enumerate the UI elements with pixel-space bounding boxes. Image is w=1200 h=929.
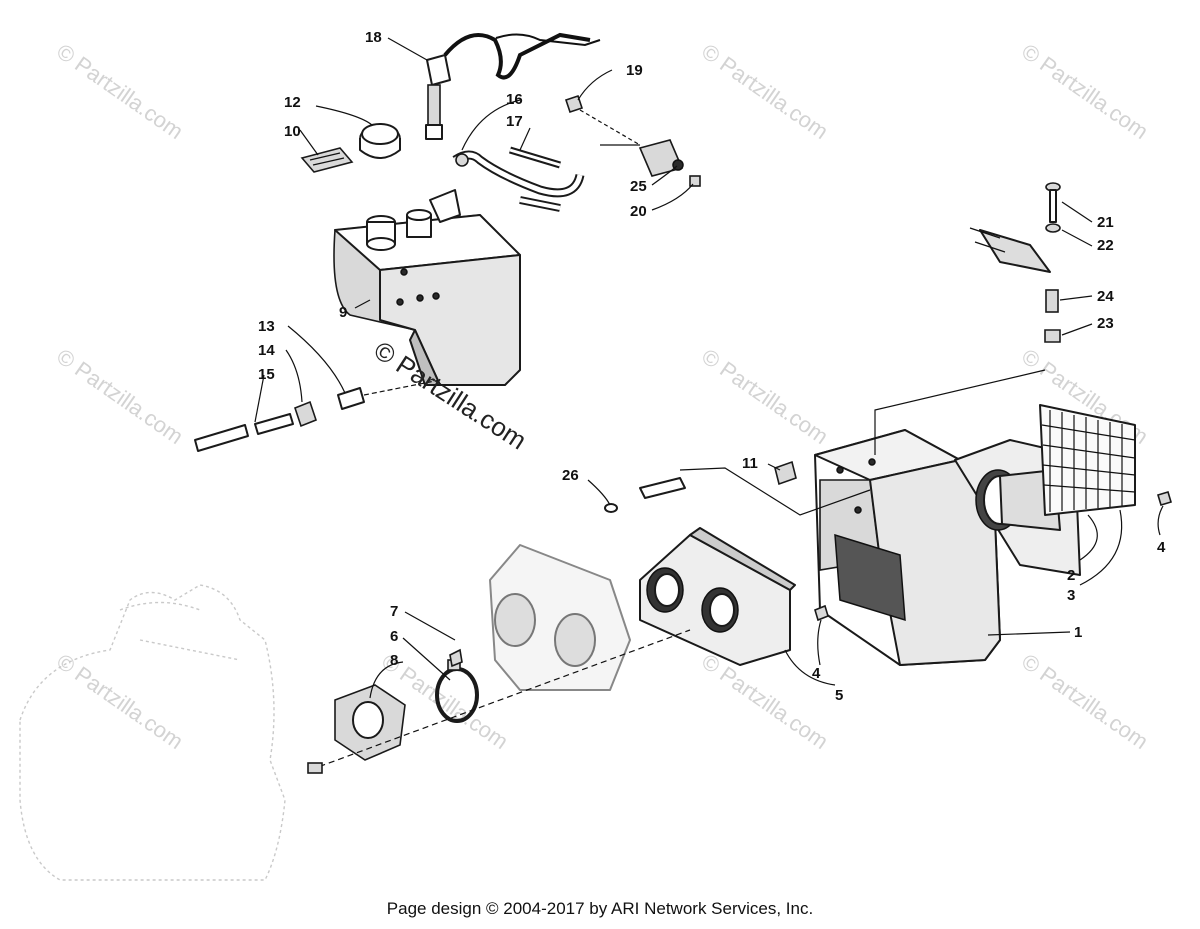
- callout-6: 6: [390, 628, 398, 645]
- clamp-and-flange: [307, 629, 691, 774]
- callout-2: 2: [1067, 567, 1075, 584]
- callout-5: 5: [835, 687, 843, 704]
- page-footer: Page design © 2004-2017 by ARI Network S…: [386, 899, 814, 918]
- leader-lines: [254, 37, 1164, 699]
- callout-9: 9: [339, 304, 347, 321]
- mount-hardware: [969, 182, 1061, 343]
- callout-15: 15: [258, 366, 275, 383]
- callout-26: 26: [562, 467, 579, 484]
- callout-24: 24: [1097, 288, 1114, 305]
- watermark: © Partzilla.com: [1017, 649, 1153, 755]
- callout-7: 7: [390, 603, 398, 620]
- engine-outline: [19, 584, 286, 881]
- callouts: 1 2 3 4 4 5 6 7 8 9 10 11 12 13 14 15 16…: [258, 29, 1166, 704]
- small-fasteners: [449, 460, 1172, 668]
- watermark: © Partzilla.com: [697, 344, 833, 450]
- callout-1: 1: [1074, 624, 1082, 641]
- drain-fittings: [194, 379, 441, 452]
- callout-25: 25: [630, 178, 647, 195]
- decal: [300, 147, 354, 173]
- callout-16: 16: [506, 91, 523, 108]
- airbox: [814, 429, 1001, 666]
- callout-12: 12: [284, 94, 301, 111]
- watermark: © Partzilla.com: [697, 39, 833, 145]
- mesh-screen: [1039, 404, 1136, 516]
- callout-23: 23: [1097, 315, 1114, 332]
- level-sensor: [425, 32, 601, 140]
- watermark: © Partzilla.com: [52, 649, 188, 755]
- watermark: © Partzilla.com: [1017, 39, 1153, 145]
- callout-21: 21: [1097, 214, 1114, 231]
- callout-19: 19: [626, 62, 643, 79]
- oil-tank: [333, 189, 521, 386]
- callout-8: 8: [390, 652, 398, 669]
- callout-4: 4: [1157, 539, 1166, 556]
- callout-10: 10: [284, 123, 301, 140]
- callout-20: 20: [630, 203, 647, 220]
- callout-18: 18: [365, 29, 382, 46]
- oil-hose: [452, 94, 701, 212]
- callout-22: 22: [1097, 237, 1114, 254]
- intake-adapter: [639, 527, 796, 666]
- callout-17: 17: [506, 113, 523, 130]
- watermark: © Partzilla.com: [52, 39, 188, 145]
- callout-14: 14: [258, 342, 275, 359]
- callout-11: 11: [742, 455, 758, 472]
- carburetor-outline: [489, 544, 631, 691]
- callout-13: 13: [258, 318, 275, 335]
- watermark: © Partzilla.com: [52, 344, 188, 450]
- filler-cap: [359, 123, 401, 159]
- callout-3: 3: [1067, 587, 1075, 604]
- callout-4-second: 4: [812, 665, 821, 682]
